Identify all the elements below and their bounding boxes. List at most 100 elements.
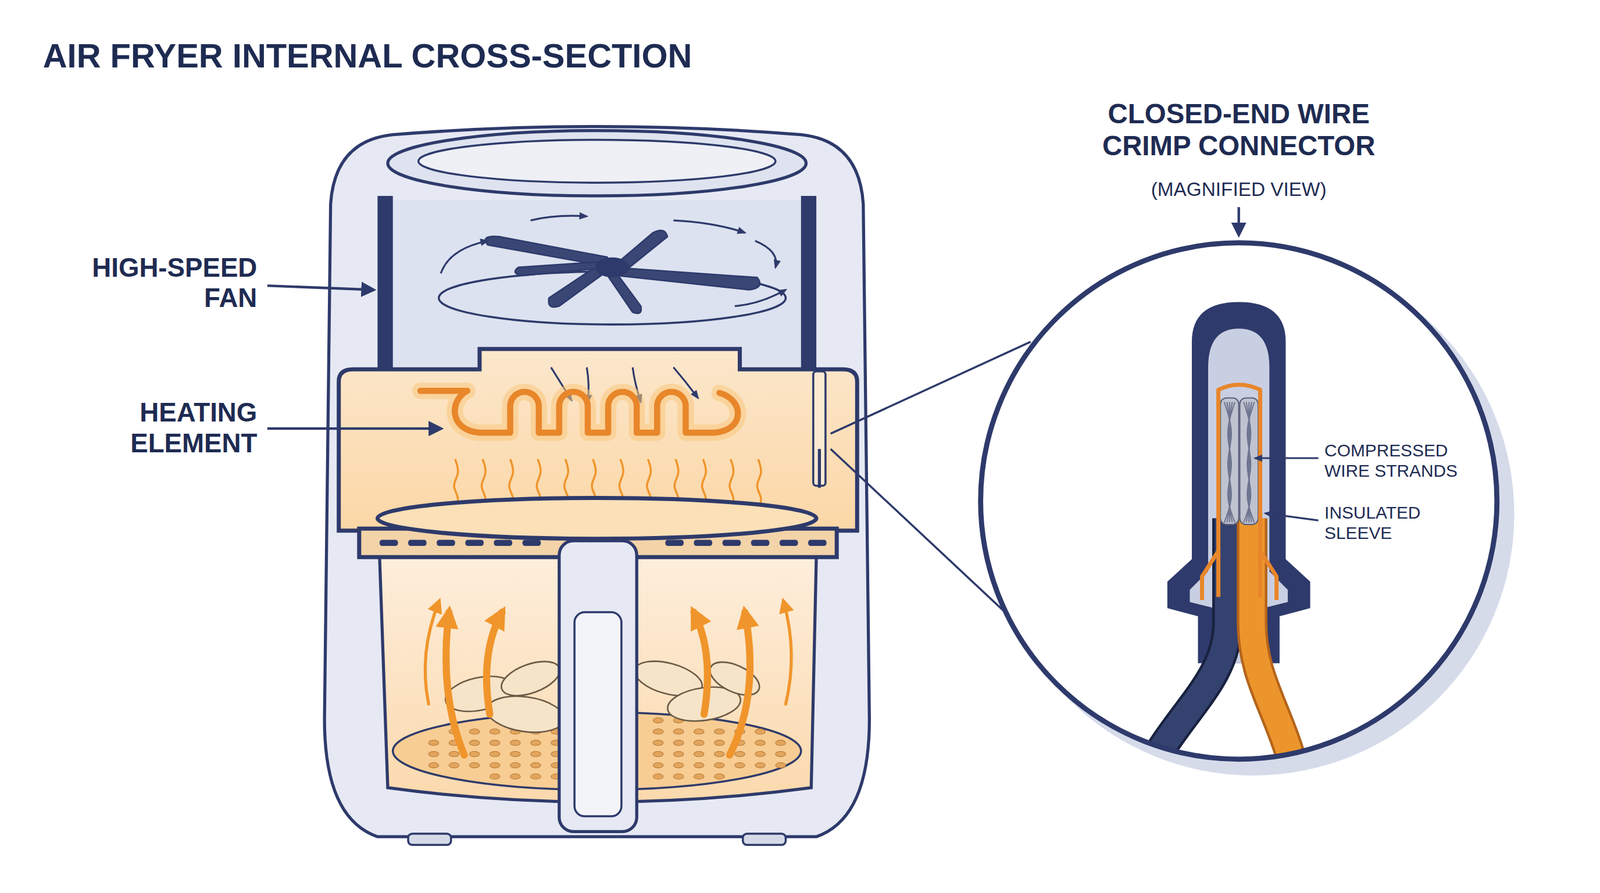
strand-twists xyxy=(1224,402,1255,523)
perforation xyxy=(734,751,746,757)
lid-rim xyxy=(387,130,807,196)
perforation xyxy=(469,762,480,769)
perforation xyxy=(652,718,664,724)
fan-blade xyxy=(612,267,760,291)
perforation xyxy=(428,740,439,746)
perforation xyxy=(530,751,542,757)
food-piece xyxy=(705,655,765,702)
node-outline xyxy=(977,239,1500,763)
perforation xyxy=(693,762,705,769)
perforation xyxy=(448,762,460,769)
motion-arrow xyxy=(440,240,488,274)
perforation xyxy=(755,751,766,757)
part-label: INSULATED SLEEVE xyxy=(1324,502,1478,544)
tray-slot xyxy=(379,539,399,546)
perforation xyxy=(489,751,500,757)
strand-line xyxy=(1247,402,1255,523)
motion-arrow xyxy=(673,220,745,233)
food-piece xyxy=(484,691,567,738)
strand-line xyxy=(1227,402,1235,523)
tray-slot xyxy=(808,539,827,546)
magnifier-ground xyxy=(979,240,1499,760)
perforation xyxy=(673,740,684,746)
fan-motion xyxy=(440,215,786,306)
fan xyxy=(485,230,760,314)
chamber-wall xyxy=(801,195,817,370)
perforation xyxy=(469,751,480,757)
perforation xyxy=(755,740,766,746)
diagram-title: AIR FRYER INTERNAL CROSS-SECTION xyxy=(43,36,693,76)
perforation xyxy=(673,773,684,780)
view-subheading: (MAGNIFIED VIEW) xyxy=(1034,178,1444,201)
perforation xyxy=(714,751,725,757)
heading-arrow xyxy=(1237,206,1240,235)
leader-arrow xyxy=(267,285,374,290)
perforation xyxy=(714,740,725,746)
wire-strands xyxy=(1239,397,1259,525)
perforation xyxy=(652,751,664,757)
perforation xyxy=(428,762,439,769)
view-heading: CLOSED-END WIRE CRIMP CONNECTOR xyxy=(1075,98,1403,163)
magnified-view: CLOSED-END WIRE CRIMP CONNECTOR(MAGNIFIE… xyxy=(977,239,1500,763)
tray-slot xyxy=(751,539,770,546)
heating-element xyxy=(420,390,738,433)
part-label: HIGH-SPEED FAN xyxy=(63,252,257,314)
perforation xyxy=(714,729,725,735)
air-arrow xyxy=(445,612,464,756)
perforation xyxy=(775,762,787,769)
tray-slot xyxy=(779,539,799,546)
motion-arrow xyxy=(734,289,787,306)
foot xyxy=(408,833,452,845)
perforation xyxy=(714,773,725,780)
perforation xyxy=(510,762,521,769)
chamber-wall xyxy=(377,195,393,370)
perforation xyxy=(428,751,439,757)
perforation xyxy=(489,729,500,735)
perforation xyxy=(489,773,500,780)
leader-arrow xyxy=(1265,513,1319,521)
foot xyxy=(743,833,787,845)
wire-strands xyxy=(1220,397,1239,525)
fan-chamber xyxy=(391,200,803,370)
perforation xyxy=(734,762,746,769)
food-piece xyxy=(497,654,565,703)
perforation xyxy=(489,740,500,746)
perforation xyxy=(510,740,521,746)
perforation xyxy=(714,762,725,769)
crimp-barrel xyxy=(1202,384,1277,600)
leader-arrow xyxy=(1255,456,1319,459)
fan-hub xyxy=(595,258,629,277)
tray-slot xyxy=(408,539,427,546)
perforation xyxy=(673,762,684,769)
perforation xyxy=(775,740,787,746)
housing xyxy=(324,126,870,838)
tray-slot xyxy=(465,539,484,546)
tray-slot xyxy=(436,539,456,546)
air-arrow xyxy=(425,602,439,705)
magnifier-border xyxy=(980,243,1498,760)
perforation xyxy=(673,729,684,735)
tray-slot xyxy=(665,539,684,546)
terminal-wire xyxy=(818,448,821,488)
perforation xyxy=(755,729,766,735)
tray-slot xyxy=(693,539,713,546)
air-arrow xyxy=(486,612,503,715)
basket-handle xyxy=(559,540,637,832)
tray-slot xyxy=(522,539,542,546)
lid-top xyxy=(418,139,776,183)
heating-element-glow xyxy=(420,390,738,433)
perforation xyxy=(469,729,480,735)
perforation xyxy=(652,773,664,780)
perforation xyxy=(755,762,766,769)
handle-grip xyxy=(574,612,622,817)
perforation xyxy=(693,740,705,746)
perforation xyxy=(693,773,705,780)
perforation xyxy=(652,762,664,769)
air-arrow xyxy=(729,612,750,756)
leader-arrow xyxy=(267,427,441,430)
motion-arrow xyxy=(530,215,588,221)
perforation xyxy=(530,773,542,780)
perforation xyxy=(448,751,460,757)
air-arrow xyxy=(783,602,792,705)
crimp-connector xyxy=(1140,302,1310,787)
